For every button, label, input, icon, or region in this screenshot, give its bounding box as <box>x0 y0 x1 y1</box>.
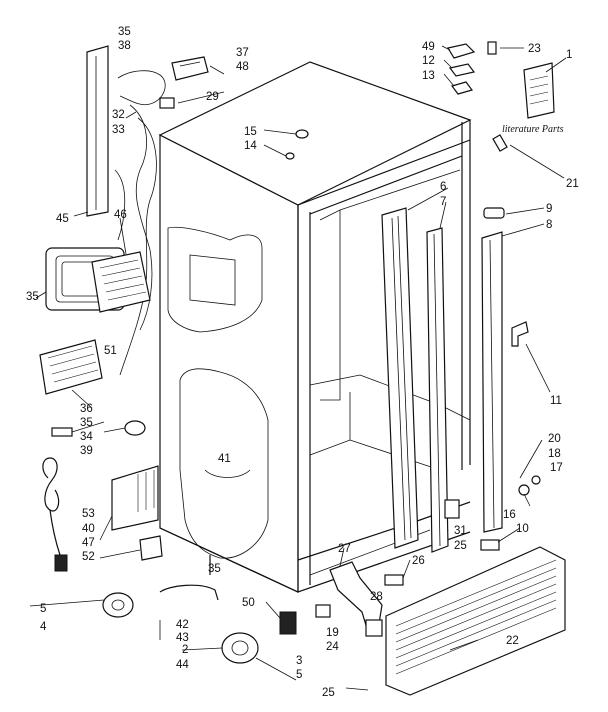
callout-12: 12 <box>422 55 435 67</box>
callout-19: 19 <box>326 627 339 639</box>
callout-28: 28 <box>370 591 383 603</box>
callout-25: 25 <box>454 540 467 552</box>
callout-35d: 35 <box>208 563 221 575</box>
top-right-parts <box>285 41 555 160</box>
callout-35c: 35 <box>80 417 93 429</box>
callout-6: 6 <box>440 181 446 193</box>
callout-44: 44 <box>176 659 189 671</box>
callout-8: 8 <box>546 219 552 231</box>
callout-32: 32 <box>112 109 125 121</box>
callout-5b: 5 <box>296 669 302 681</box>
callout-22: 22 <box>506 635 519 647</box>
callout-36: 36 <box>80 403 93 415</box>
literature-parts-label: literature Parts <box>502 124 564 135</box>
callout-46: 46 <box>114 209 127 221</box>
callout-29: 29 <box>206 91 219 103</box>
callout-3: 3 <box>296 655 302 667</box>
callout-10: 10 <box>516 523 529 535</box>
cabinet-body <box>158 61 472 593</box>
callout-16: 16 <box>503 509 516 521</box>
callout-43: 43 <box>176 632 189 644</box>
callout-50: 50 <box>242 597 255 609</box>
callout-14: 14 <box>244 140 257 152</box>
callout-31: 31 <box>454 525 467 537</box>
callout-45: 45 <box>56 213 69 225</box>
callout-48: 48 <box>236 61 249 73</box>
callout-1: 1 <box>566 49 572 61</box>
callout-49: 49 <box>422 41 435 53</box>
callout-9: 9 <box>546 203 552 215</box>
callout-15: 15 <box>244 126 257 138</box>
callout-42: 42 <box>176 619 189 631</box>
callout-21: 21 <box>566 178 579 190</box>
left-panel-assembly <box>39 45 297 664</box>
callout-labels: 1 23 49 12 13 literature Parts 21 9 8 6 … <box>26 26 579 699</box>
right-side-parts <box>315 207 566 696</box>
callout-13: 13 <box>422 70 435 82</box>
callout-35a: 35 <box>118 26 131 38</box>
callout-7: 7 <box>440 196 446 208</box>
callout-2: 2 <box>182 644 188 656</box>
callout-47: 47 <box>82 537 95 549</box>
callout-53: 53 <box>82 508 95 520</box>
callout-39: 39 <box>80 445 93 457</box>
callout-18: 18 <box>548 448 561 460</box>
callout-24: 24 <box>326 641 339 653</box>
callout-27: 27 <box>338 543 351 555</box>
callout-41: 41 <box>218 453 231 465</box>
callout-37: 37 <box>236 47 249 59</box>
callout-23: 23 <box>528 43 541 55</box>
callout-4: 4 <box>40 621 47 633</box>
callout-25b: 25 <box>322 687 335 699</box>
callout-38: 38 <box>118 40 131 52</box>
callout-33: 33 <box>112 124 125 136</box>
callout-51: 51 <box>104 345 117 357</box>
callout-5a: 5 <box>40 603 46 615</box>
callout-26: 26 <box>412 555 425 567</box>
callout-52: 52 <box>82 551 95 563</box>
callout-17: 17 <box>550 462 563 474</box>
callout-35b: 35 <box>26 291 39 303</box>
callout-11: 11 <box>550 395 562 407</box>
callout-20: 20 <box>548 433 561 445</box>
callout-40: 40 <box>82 523 95 535</box>
callout-34: 34 <box>80 431 93 443</box>
leader-lines <box>29 45 567 691</box>
